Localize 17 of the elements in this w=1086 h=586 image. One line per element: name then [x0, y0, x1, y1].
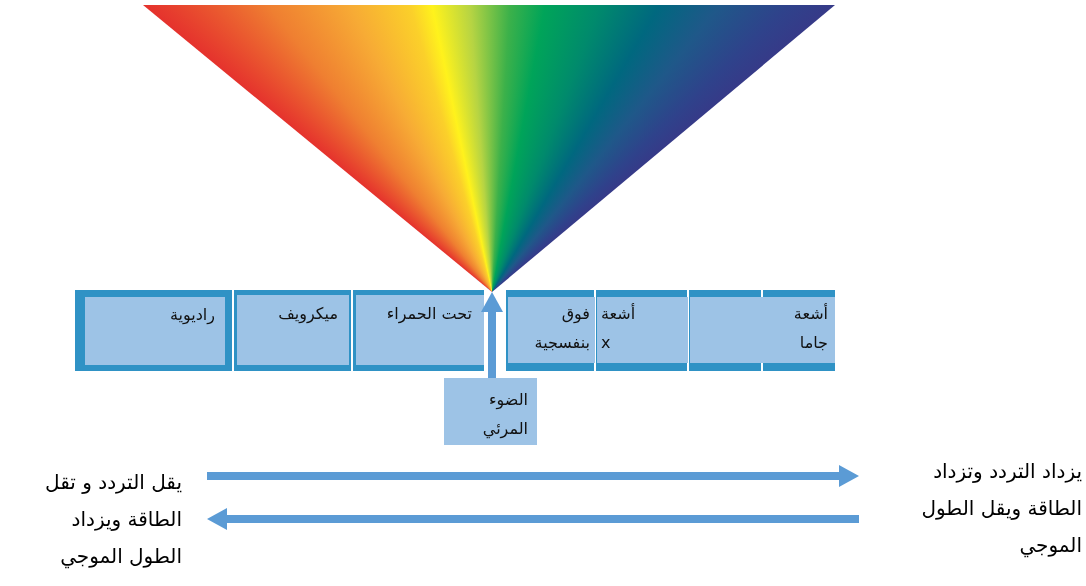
segment-label: أشعة جاما: [793, 302, 828, 354]
spectrum-segment: [85, 297, 225, 365]
spectrum-segment: [508, 297, 595, 363]
panel-label: الضوء المرئي: [482, 389, 528, 441]
spectrum-segment: [690, 297, 835, 363]
segment-label: راديوية: [169, 304, 215, 327]
segment-label: أشعة x: [601, 302, 636, 354]
arrow: [481, 292, 503, 378]
spectrum-segment: [356, 295, 484, 365]
segment-label: تحت الحمراء: [386, 303, 472, 326]
segment-label: فوق بنفسجية: [534, 303, 590, 354]
trend-note: يزداد التردد وتزداد الطاقة ويقل الطول الموجي: [884, 453, 1082, 564]
spectrum-segment: [237, 295, 349, 365]
trend-note: يقل التردد و تقل الطاقة ويزداد الطول الموجي: [34, 464, 182, 575]
label-panel: [444, 378, 537, 445]
spectrum-segment: [597, 297, 688, 363]
segment-label: ميكرويف: [278, 303, 338, 326]
